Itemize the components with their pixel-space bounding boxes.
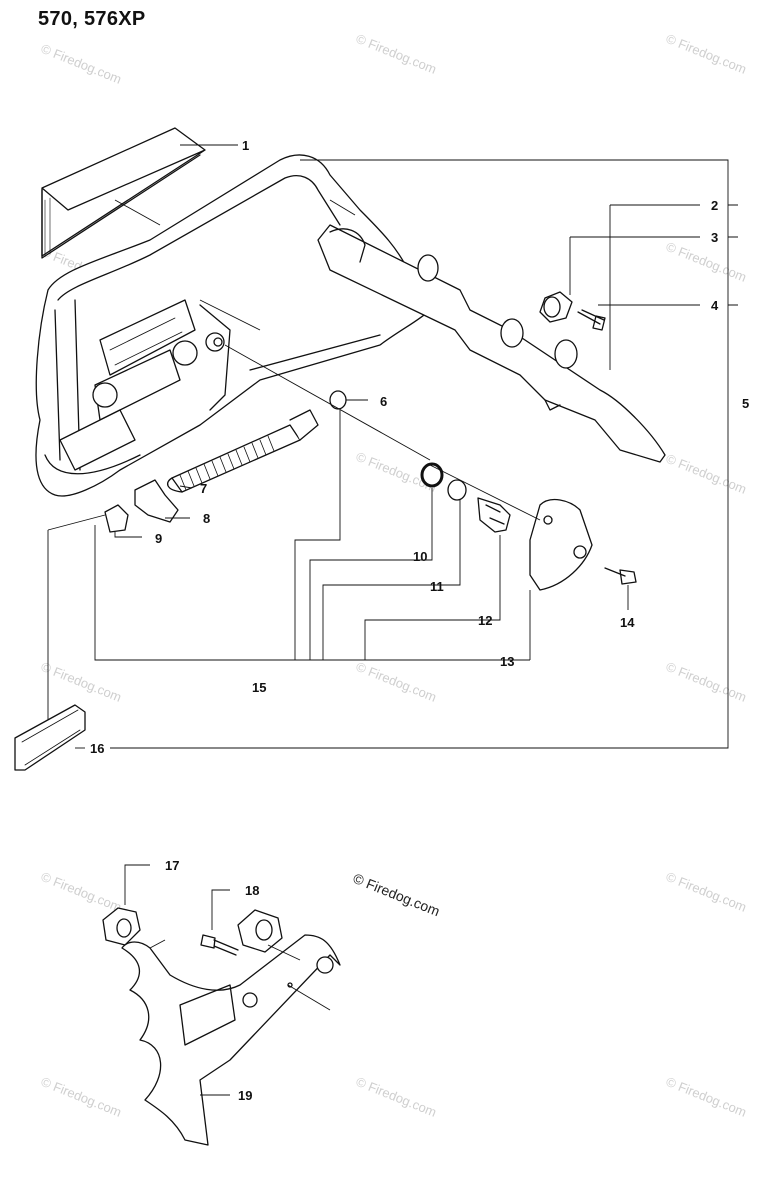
part-14-screw (604, 567, 637, 585)
callout-5: 5 (742, 396, 749, 411)
watermark: © Firedog.com (39, 659, 124, 705)
watermark: © Firedog.com (39, 41, 124, 87)
callout-16: 16 (90, 741, 104, 756)
part-4-screw (577, 309, 606, 331)
callout-12: 12 (478, 613, 492, 628)
copyright-notice: © Firedog.com (351, 870, 442, 919)
callout-9: 9 (155, 531, 162, 546)
callout-19: 19 (238, 1088, 252, 1103)
watermark: © Firedog.com (664, 659, 749, 705)
callout-1: 1 (242, 138, 249, 153)
watermark: © Firedog.com (664, 31, 749, 77)
watermark: © Firedog.com (664, 451, 749, 497)
part-2-guard (317, 224, 666, 463)
part-16-pad (14, 704, 86, 771)
watermark: © Firedog.com (664, 1074, 749, 1120)
watermark: © Firedog.com (39, 869, 124, 915)
callout-4: 4 (711, 298, 719, 313)
watermark: © Firedog.com (664, 239, 749, 285)
callout-10: 10 (413, 549, 427, 564)
callout-7: 7 (200, 481, 207, 496)
part-7-adjust-screw (171, 424, 301, 493)
part-10-oring (420, 462, 444, 488)
callout-13: 13 (500, 654, 514, 669)
watermark: © Firedog.com (664, 869, 749, 915)
callout-3: 3 (711, 230, 718, 245)
part-6-washer (329, 390, 347, 410)
part-8-nut (134, 479, 179, 523)
page-title: 570, 576XP (38, 8, 146, 30)
part-9-cap (104, 504, 129, 533)
callout-15: 15 (252, 680, 266, 695)
watermark: © Firedog.com (354, 659, 439, 705)
watermark: © Firedog.com (354, 1074, 439, 1120)
callout-2: 2 (711, 198, 718, 213)
callout-8: 8 (203, 511, 210, 526)
callout-17: 17 (165, 858, 179, 873)
part-19-bracket (121, 934, 341, 1146)
watermark: © Firedog.com (39, 1074, 124, 1120)
callout-18: 18 (245, 883, 259, 898)
callout-6: 6 (380, 394, 387, 409)
watermark: © Firedog.com (354, 31, 439, 77)
callout-14: 14 (620, 615, 635, 630)
part-11-ring (447, 479, 467, 501)
callout-11: 11 (430, 579, 444, 594)
part-13-cover (529, 498, 593, 591)
part-18-screw (200, 934, 239, 956)
